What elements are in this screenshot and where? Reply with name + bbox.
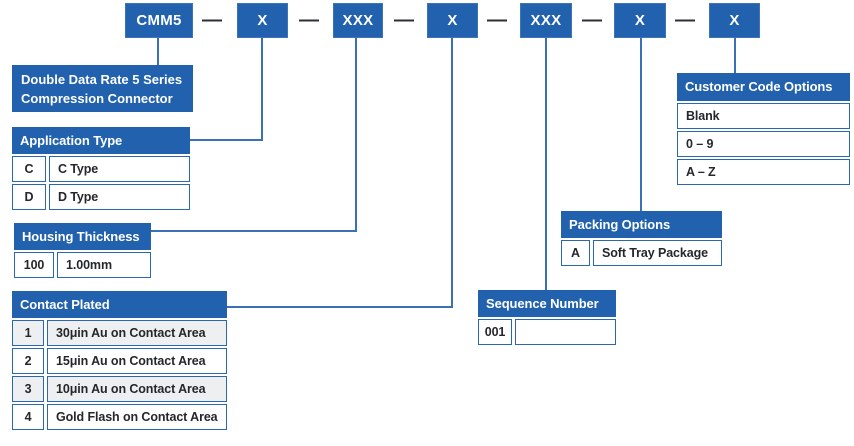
table-row: D D Type: [12, 184, 190, 210]
table-row: 4 Gold Flash on Contact Area: [12, 404, 227, 430]
row-code: 2: [12, 348, 44, 374]
dash-separator: —: [202, 9, 222, 31]
row-code: A: [561, 240, 590, 266]
series-description-line2: Compression Connector: [21, 91, 173, 106]
connector-line-housing-thickness: [355, 38, 357, 232]
row-description: C Type: [49, 156, 190, 182]
row-description: 10μin Au on Contact Area: [47, 376, 227, 402]
sequence-number-header: Sequence Number: [478, 290, 616, 317]
row-code: 001: [478, 319, 512, 345]
table-row: Blank: [677, 103, 850, 129]
customer-code-options-header: Customer Code Options: [677, 73, 850, 101]
row-code: 100: [14, 252, 54, 278]
packing-options-table: Packing Options A Soft Tray Package: [561, 211, 722, 266]
table-row: A – Z: [677, 159, 850, 185]
row-label: Blank: [677, 103, 850, 129]
dash-separator: —: [394, 9, 414, 31]
table-row: A Soft Tray Package: [561, 240, 722, 266]
table-row: 1 30μin Au on Contact Area: [12, 320, 227, 346]
table-row: 100 1.00mm: [14, 252, 151, 278]
application-type-header: Application Type: [12, 127, 190, 154]
housing-thickness-header: Housing Thickness: [14, 223, 151, 250]
series-description-box: Double Data Rate 5 Series Compression Co…: [12, 65, 193, 112]
sequence-blank-cell: [515, 319, 616, 345]
row-code: 3: [12, 376, 44, 402]
sequence-number-table: Sequence Number 001: [478, 290, 616, 345]
contact-plated-table: Contact Plated 1 30μin Au on Contact Are…: [12, 291, 227, 430]
connector-line-series: [157, 38, 159, 65]
row-label: 0 – 9: [677, 131, 850, 157]
table-row: 3 10μin Au on Contact Area: [12, 376, 227, 402]
code-box-housing-thickness: XXX: [333, 3, 383, 38]
dash-separator: —: [675, 9, 695, 31]
row-code: C: [12, 156, 46, 182]
dash-separator: —: [487, 9, 507, 31]
connector-line-application-type-horizontal: [189, 139, 263, 141]
row-description: 30μin Au on Contact Area: [47, 320, 227, 346]
application-type-table: Application Type C C Type D D Type: [12, 127, 190, 210]
dash-separator: —: [299, 9, 319, 31]
row-description: Gold Flash on Contact Area: [47, 404, 227, 430]
row-code: D: [12, 184, 46, 210]
code-box-packing-options: X: [614, 3, 666, 38]
dash-separator: —: [582, 9, 602, 31]
code-box-application-type: X: [237, 3, 288, 38]
code-box-customer-code: X: [709, 3, 760, 38]
contact-plated-header: Contact Plated: [12, 291, 227, 318]
row-description: D Type: [49, 184, 190, 210]
row-description: 15μin Au on Contact Area: [47, 348, 227, 374]
code-box-contact-plated: X: [427, 3, 478, 38]
connector-line-packing-options: [640, 38, 642, 212]
row-code: 4: [12, 404, 44, 430]
table-row: 2 15μin Au on Contact Area: [12, 348, 227, 374]
packing-options-header: Packing Options: [561, 211, 722, 238]
connector-line-application-type: [261, 38, 263, 141]
code-box-series: CMM5: [125, 3, 193, 38]
row-code: 1: [12, 320, 44, 346]
row-description: Soft Tray Package: [593, 240, 722, 266]
series-description-line1: Double Data Rate 5 Series: [21, 72, 183, 87]
table-row: 001: [478, 319, 616, 345]
connector-line-customer-code: [734, 38, 736, 74]
row-description: 1.00mm: [57, 252, 151, 278]
connector-line-contact-plated-horizontal: [226, 306, 453, 308]
customer-code-options-table: Customer Code Options Blank 0 – 9 A – Z: [677, 73, 850, 185]
housing-thickness-table: Housing Thickness 100 1.00mm: [14, 223, 151, 278]
table-row: 0 – 9: [677, 131, 850, 157]
connector-line-contact-plated: [451, 38, 453, 308]
code-box-sequence-number: XXX: [520, 3, 572, 38]
table-row: C C Type: [12, 156, 190, 182]
connector-line-housing-thickness-horizontal: [150, 230, 357, 232]
connector-line-sequence-number: [545, 38, 547, 291]
row-label: A – Z: [677, 159, 850, 185]
